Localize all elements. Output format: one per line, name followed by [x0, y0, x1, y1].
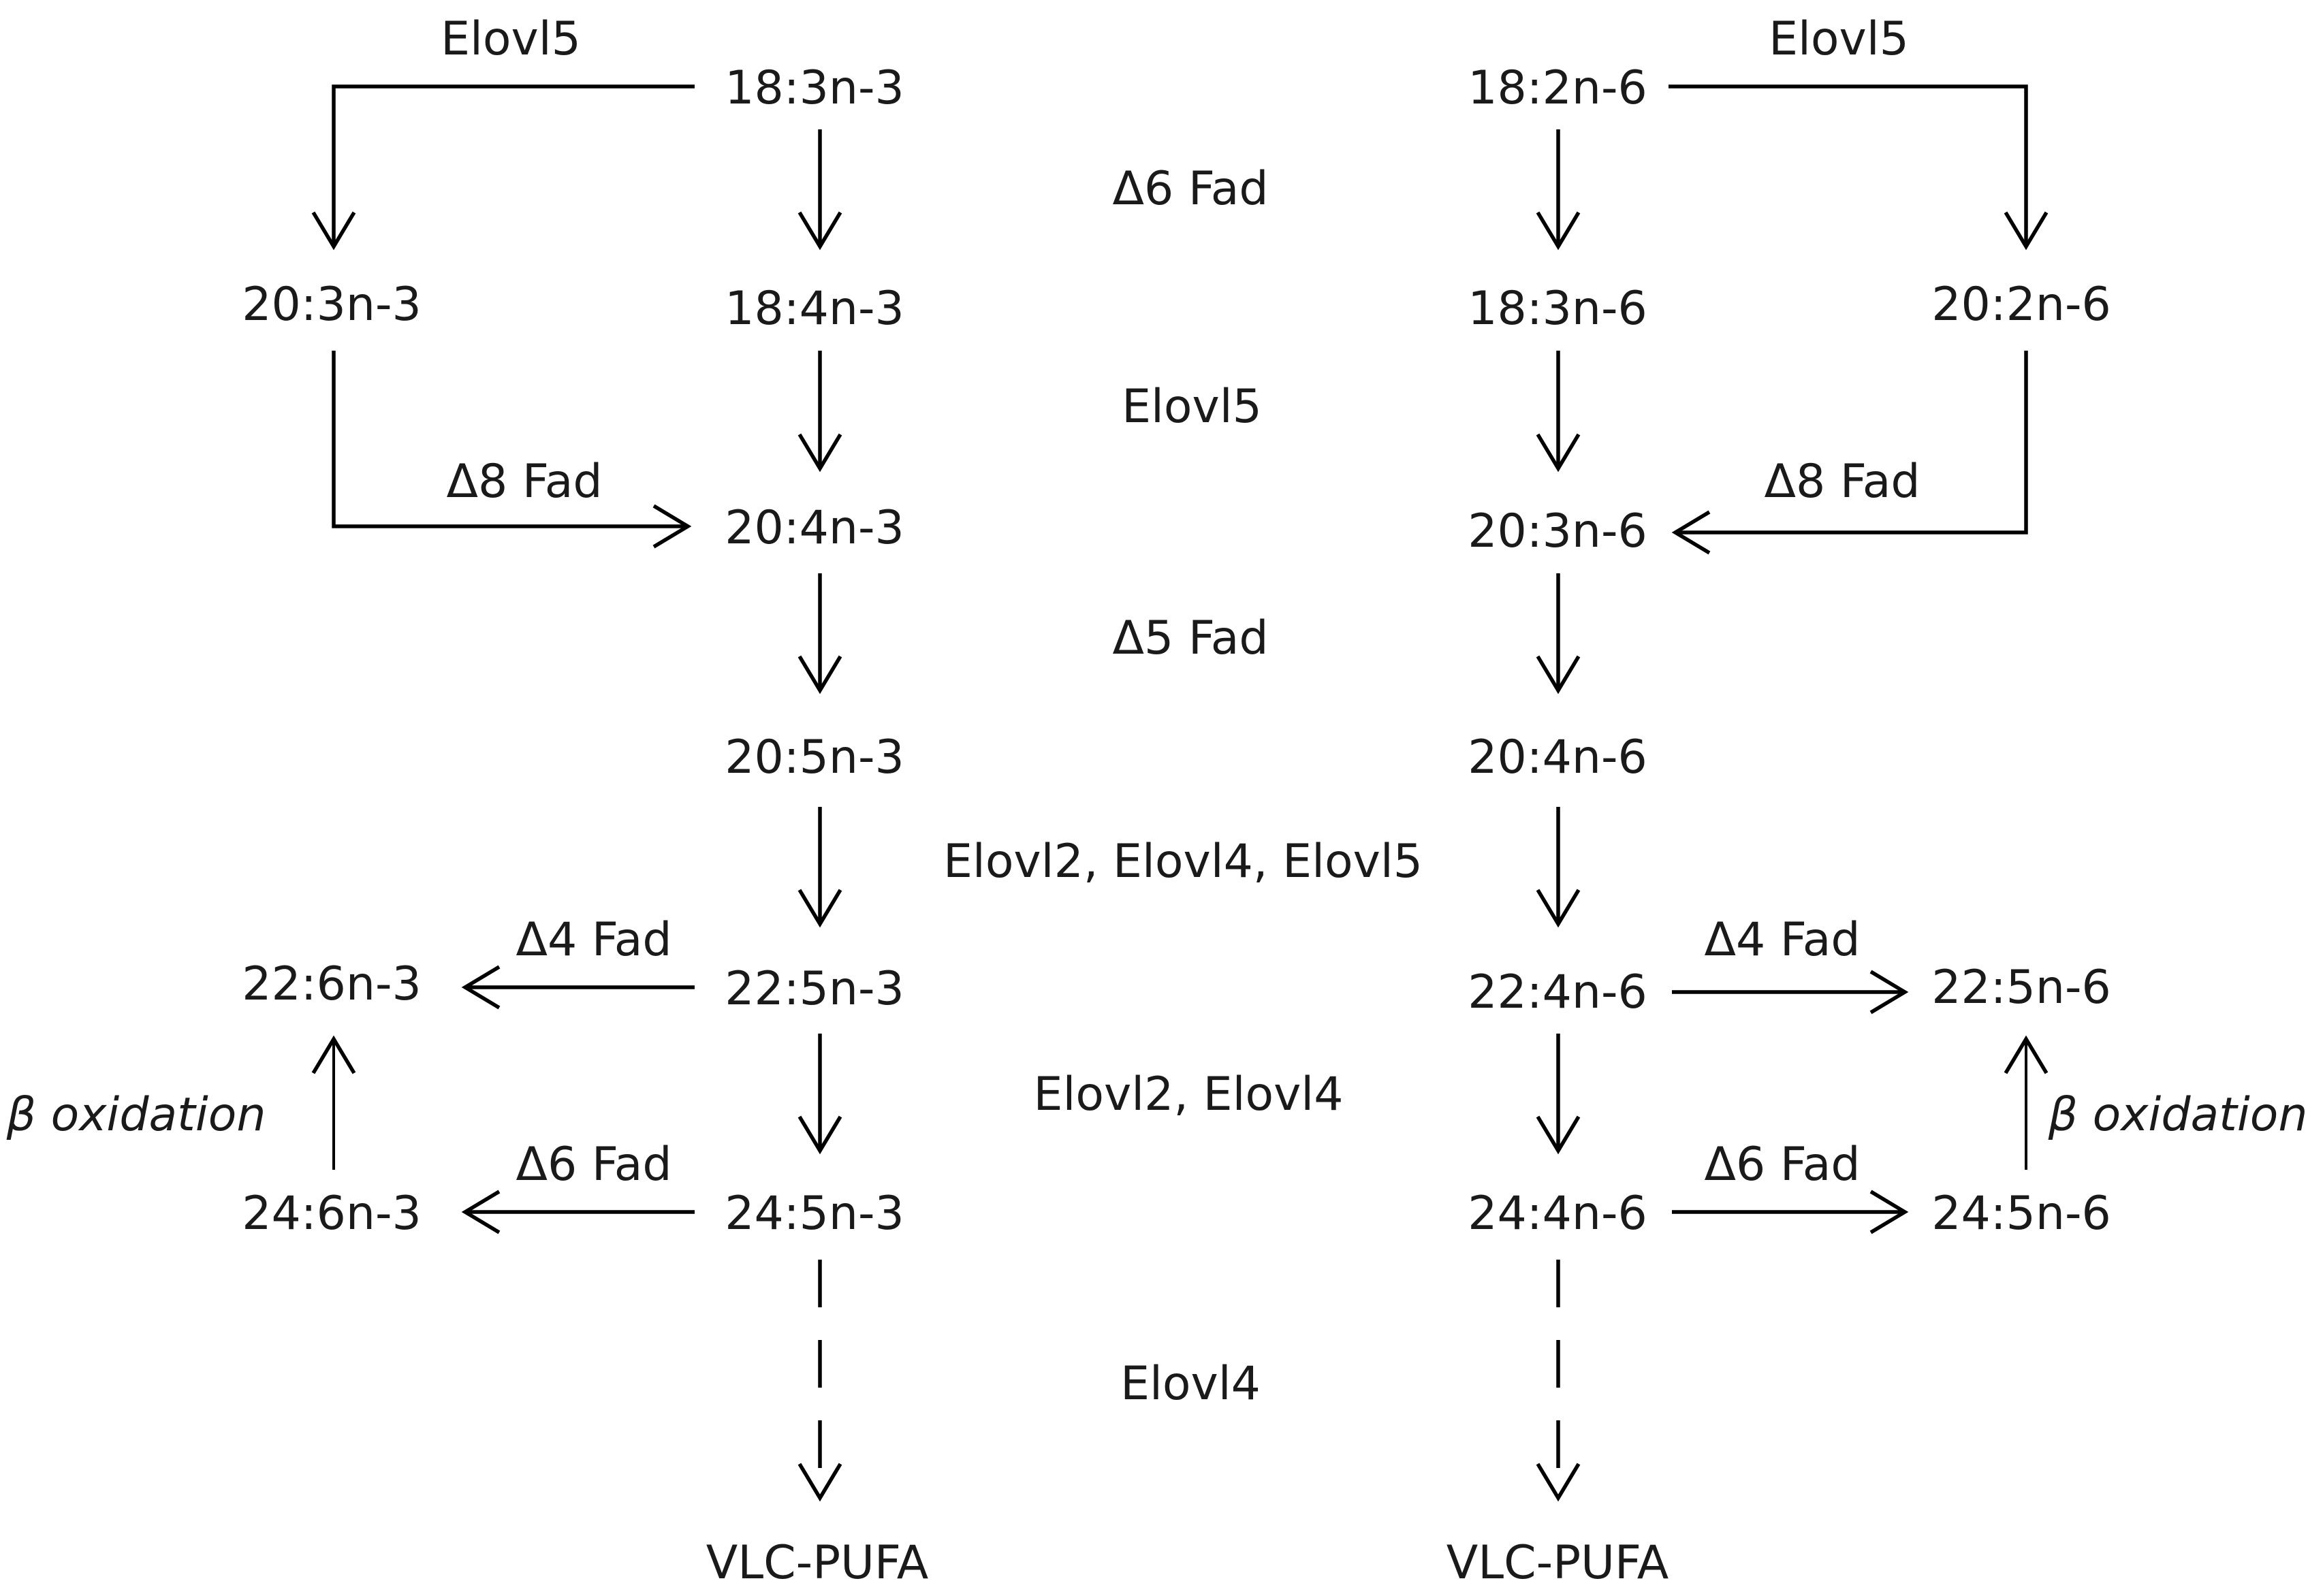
node-24-5n6: 24:5n-6 — [1931, 1187, 2111, 1241]
node-22-6n3: 22:6n-3 — [242, 957, 422, 1011]
node-18-4n3: 18:4n-3 — [725, 282, 904, 336]
node-20-4n3: 20:4n-3 — [725, 501, 904, 555]
arrow-20-4n6-to-22-4n6 — [1536, 807, 1581, 928]
arrow-24-5n3-to-24-6n3 — [461, 1190, 695, 1234]
label-d5-fad-center: Δ5 Fad — [1112, 611, 1268, 665]
arrow-20-2n6-to-20-3n6 — [1671, 351, 2028, 555]
arrow-24-5n6-to-22-5n6 — [2004, 1035, 2049, 1170]
label-d6-fad-center: Δ6 Fad — [1112, 162, 1268, 216]
label-d4-fad-n3: Δ4 Fad — [516, 913, 671, 967]
label-d8-fad-n6: Δ8 Fad — [1764, 455, 1920, 509]
label-elovl5-center: Elovl5 — [1122, 380, 1262, 434]
arrow-24-5n3-to-vlc-pufa — [797, 1260, 842, 1502]
node-18-3n6: 18:3n-6 — [1468, 282, 1647, 336]
arrow-24-6n3-to-22-6n3 — [311, 1035, 356, 1170]
arrow-20-3n6-to-20-4n6 — [1536, 573, 1581, 695]
label-d6-fad-n3: Δ6 Fad — [516, 1138, 671, 1192]
node-24-4n6: 24:4n-6 — [1468, 1187, 1647, 1241]
arrow-18-2n6-to-18-3n6 — [1536, 129, 1581, 251]
node-22-5n3: 22:5n-3 — [725, 962, 904, 1016]
node-vlc-pufa-n6: VLC-PUFA — [1447, 1536, 1669, 1590]
node-20-3n6: 20:3n-6 — [1468, 505, 1647, 558]
label-elovl5-n3-top: Elovl5 — [441, 12, 581, 66]
label-elovl4-center: Elovl4 — [1120, 1357, 1261, 1411]
node-22-4n6: 22:4n-6 — [1468, 965, 1647, 1019]
arrow-18-2n6-to-20-2n6 — [1669, 84, 2049, 251]
node-20-4n6: 20:4n-6 — [1468, 731, 1647, 784]
arrow-20-5n3-to-22-5n3 — [797, 807, 842, 928]
label-d8-fad-n3: Δ8 Fad — [446, 455, 602, 509]
node-18-3n3: 18:3n-3 — [725, 61, 904, 115]
arrow-22-4n6-to-22-5n6 — [1672, 970, 1909, 1015]
label-d6-fad-n6: Δ6 Fad — [1704, 1138, 1860, 1192]
arrow-24-4n6-to-vlc-pufa — [1536, 1260, 1581, 1502]
label-beta-oxidation-n3: β oxidation — [6, 1088, 266, 1142]
label-elovl2-4-center: Elovl2, Elovl4 — [1034, 1068, 1344, 1121]
arrow-18-3n3-to-20-3n3 — [311, 84, 695, 251]
label-elovl2-4-5-center: Elovl2, Elovl4, Elovl5 — [943, 835, 1423, 889]
arrow-22-4n6-to-24-4n6 — [1536, 1034, 1581, 1155]
label-elovl5-n6-top: Elovl5 — [1769, 12, 1909, 66]
arrow-20-4n3-to-20-5n3 — [797, 573, 842, 695]
node-20-5n3: 20:5n-3 — [725, 731, 904, 784]
arrow-18-4n3-to-20-4n3 — [797, 351, 842, 473]
arrow-18-3n6-to-20-3n6 — [1536, 351, 1581, 473]
arrow-24-4n6-to-24-5n6 — [1672, 1190, 1909, 1234]
node-24-6n3: 24:6n-3 — [242, 1187, 422, 1241]
node-24-5n3: 24:5n-3 — [725, 1187, 904, 1241]
node-20-3n3: 20:3n-3 — [242, 278, 422, 332]
label-d4-fad-n6: Δ4 Fad — [1704, 913, 1860, 967]
arrow-22-5n3-to-24-5n3 — [797, 1034, 842, 1155]
label-beta-oxidation-n6: β oxidation — [2048, 1088, 2308, 1142]
node-18-2n6: 18:2n-6 — [1468, 61, 1647, 115]
node-20-2n6: 20:2n-6 — [1931, 278, 2111, 332]
node-22-5n6: 22:5n-6 — [1931, 961, 2111, 1015]
node-vlc-pufa-n3: VLC-PUFA — [706, 1536, 929, 1590]
arrow-18-3n3-to-18-4n3 — [797, 129, 842, 251]
arrow-22-5n3-to-22-6n3 — [461, 965, 695, 1010]
arrow-20-3n3-to-20-4n3 — [332, 351, 692, 549]
